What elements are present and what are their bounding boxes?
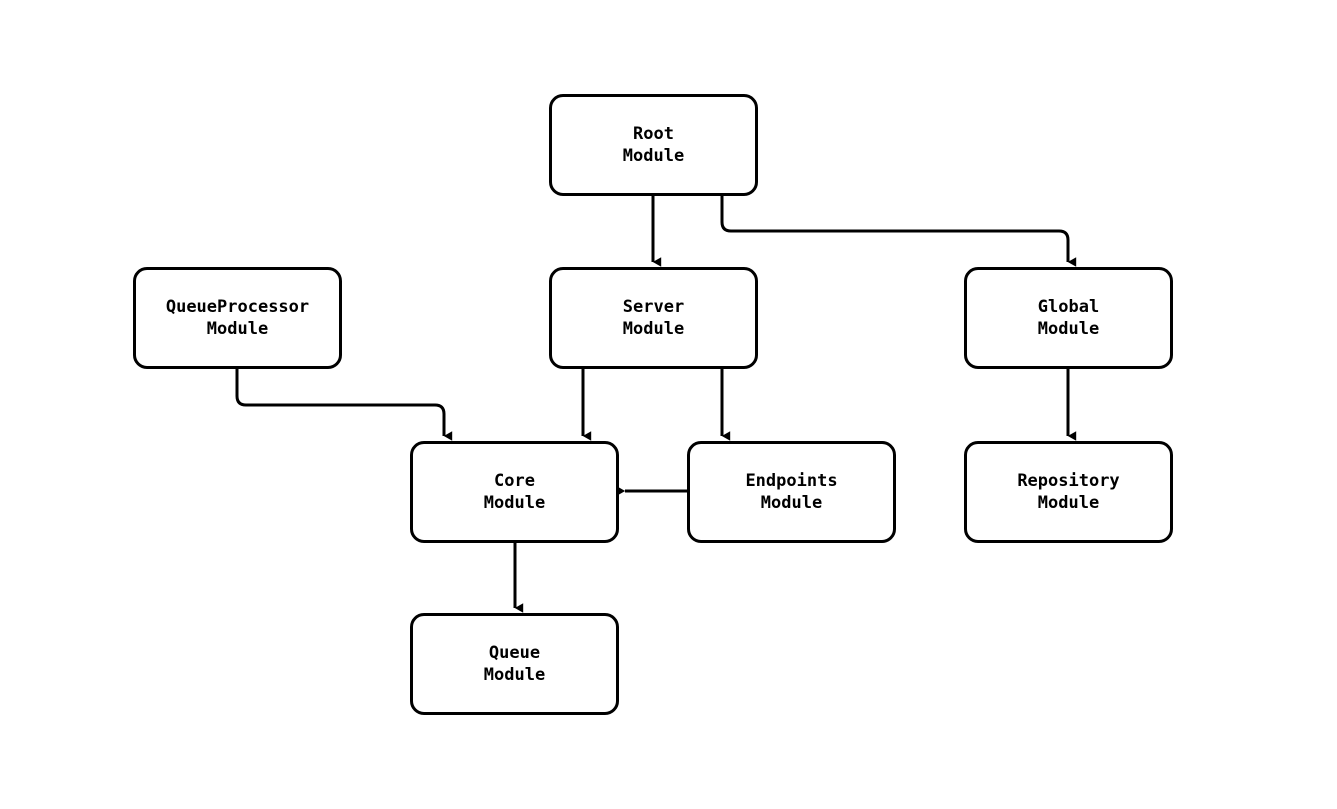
node-queue-module[interactable]: Queue Module	[410, 613, 619, 715]
node-global-module-label: Global Module	[1037, 297, 1100, 339]
node-queueprocessor-module[interactable]: QueueProcessor Module	[133, 267, 342, 369]
node-repository-module-label: Repository Module	[1017, 471, 1120, 513]
node-core-module-label: Core Module	[483, 471, 546, 513]
node-core-module[interactable]: Core Module	[410, 441, 619, 543]
node-root-module-label: Root Module	[622, 124, 685, 166]
node-repository-module[interactable]: Repository Module	[964, 441, 1173, 543]
node-endpoints-module[interactable]: Endpoints Module	[687, 441, 896, 543]
node-server-module-label: Server Module	[622, 297, 685, 339]
node-root-module[interactable]: Root Module	[549, 94, 758, 196]
node-endpoints-module-label: Endpoints Module	[745, 471, 838, 513]
edge-queueprocessor-to-core	[235, 369, 453, 441]
node-queueprocessor-module-label: QueueProcessor Module	[165, 297, 310, 339]
node-server-module[interactable]: Server Module	[549, 267, 758, 369]
node-queue-module-label: Queue Module	[483, 643, 546, 685]
edge-root-to-global	[720, 196, 1077, 267]
node-global-module[interactable]: Global Module	[964, 267, 1173, 369]
